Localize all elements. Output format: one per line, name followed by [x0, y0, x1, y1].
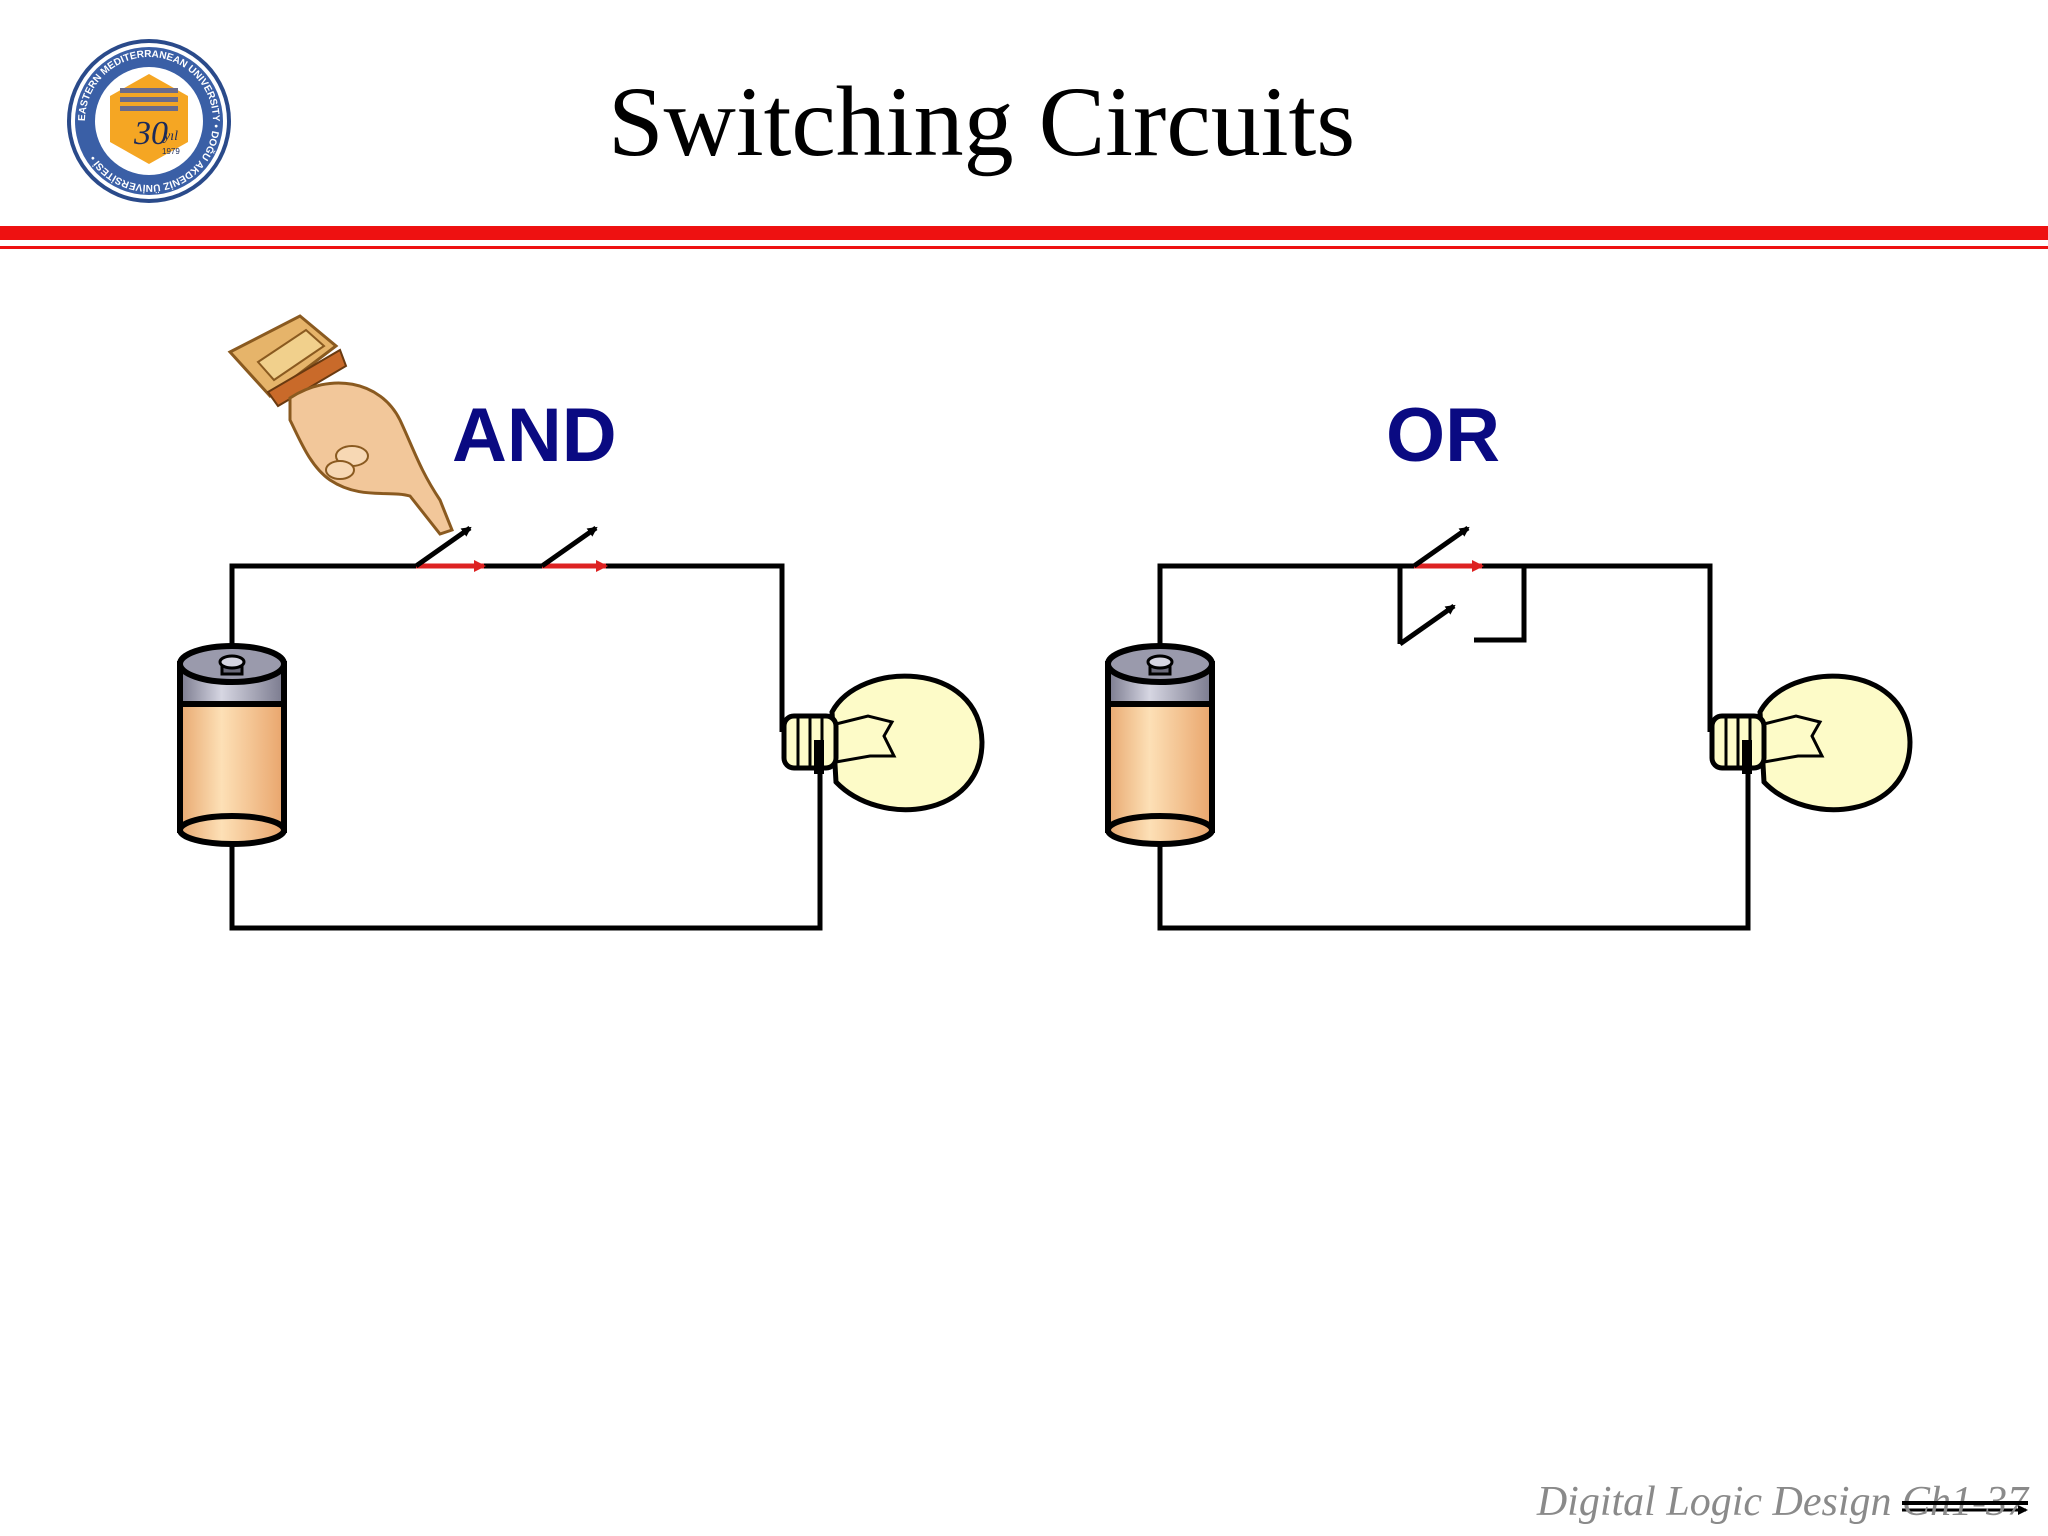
slide-title: Switching Circuits [608, 66, 1356, 177]
or-wire-bottom [1157, 760, 1751, 931]
university-logo: EASTERN MEDITERRANEAN UNIVERSITY • DOĞU … [67, 39, 231, 203]
pointing-hand-icon [227, 314, 454, 536]
logo-year-text: 1979 [162, 147, 180, 156]
or-label: OR [1386, 393, 1500, 478]
or-circuit [1105, 525, 1913, 931]
title-rule [0, 226, 2048, 240]
and-switch-1-arrow [414, 525, 472, 569]
footer: Digital Logic Design Ch1-37 [1537, 1478, 2028, 1526]
footer-course: Digital Logic Design [1536, 1479, 1892, 1525]
title-rule-thin [0, 246, 2048, 249]
and-label: AND [452, 393, 617, 478]
and-wire-top [229, 563, 416, 668]
or-switch-bottom-arrow [1398, 603, 1456, 647]
and-bulb [781, 673, 985, 813]
logo-center-text: 30 [133, 115, 168, 152]
footer-page-number: Ch1-37 [1902, 1479, 2028, 1525]
logo-sub-text: yıl [162, 129, 178, 144]
or-branch-right [1474, 566, 1527, 643]
and-battery [177, 643, 287, 847]
or-switch-top-arrow [1412, 525, 1470, 569]
and-wire-bottom [229, 760, 823, 931]
or-battery [1105, 643, 1215, 847]
or-bulb [1709, 673, 1913, 813]
and-switch-2-arrow [540, 525, 598, 569]
or-wire-left-top [1157, 563, 1414, 668]
and-wire-right [604, 563, 785, 732]
or-wire-right [1480, 563, 1713, 732]
